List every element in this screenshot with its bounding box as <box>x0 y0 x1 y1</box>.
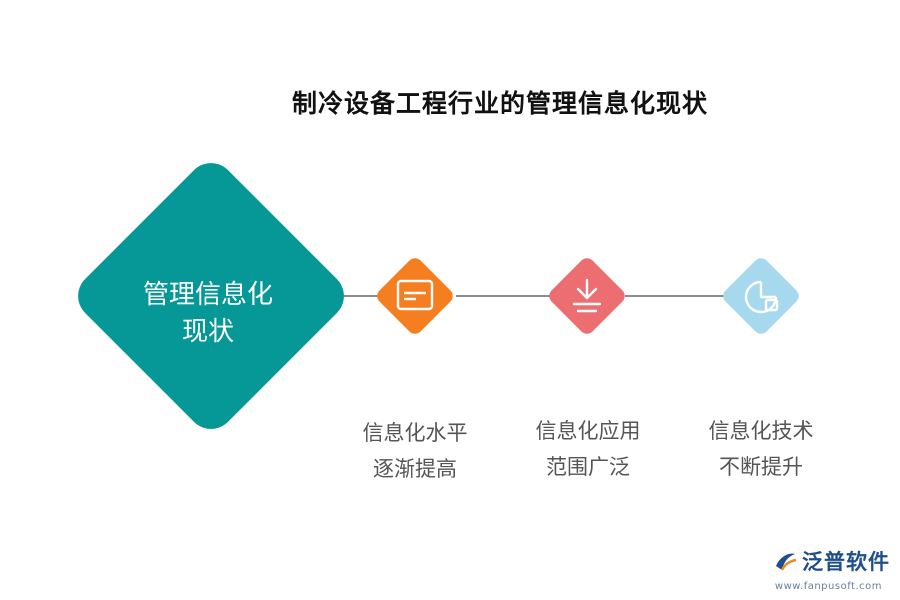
item-node-1 <box>377 258 453 334</box>
monitor-icon <box>396 279 434 311</box>
item-caption-2: 信息化应用 范围广泛 <box>513 413 663 485</box>
item-caption-3: 信息化技术 不断提升 <box>686 413 836 485</box>
center-label-line2: 现状 <box>181 317 234 347</box>
item-caption-1: 信息化水平 逐渐提高 <box>340 415 490 487</box>
item-caption-line2: 逐渐提高 <box>373 457 457 481</box>
brand-url: www.fanpusoft.com <box>774 581 882 592</box>
center-label: 管理信息化 现状 <box>103 277 313 351</box>
item-caption-line1: 信息化水平 <box>362 421 468 445</box>
brand-mark-icon <box>776 553 797 571</box>
item-caption-line2: 范围广泛 <box>546 455 630 479</box>
item-node-2 <box>549 258 625 334</box>
brand-logo: 泛普软件 <box>772 546 890 576</box>
download-icon <box>572 278 602 313</box>
item-caption-line1: 信息化应用 <box>535 419 641 443</box>
main-diamond <box>78 163 344 429</box>
item-node-3 <box>723 258 799 334</box>
brand-name: 泛普软件 <box>802 550 890 574</box>
diagram-title: 制冷设备工程行业的管理信息化现状 <box>291 89 708 118</box>
item-caption-line1: 信息化技术 <box>708 419 814 443</box>
item-caption-line2: 不断提升 <box>719 455 803 479</box>
item-diamond <box>377 258 453 334</box>
pie-chart-icon <box>744 280 779 314</box>
center-label-line1: 管理信息化 <box>142 280 273 310</box>
